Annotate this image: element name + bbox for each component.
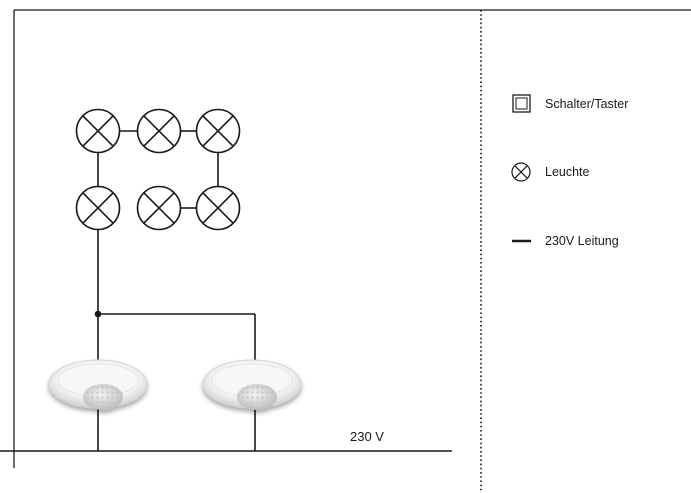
legend-label-line: 230V Leitung	[545, 234, 619, 248]
lamp-symbol-icon	[136, 185, 182, 231]
lamp-symbol-icon	[75, 185, 121, 231]
motion-sensor	[202, 359, 302, 410]
lamp-symbol-icon	[136, 108, 182, 154]
legend-label-switch: Schalter/Taster	[545, 97, 628, 111]
junction-node	[94, 310, 102, 318]
legend-label-lamp: Leuchte	[545, 165, 590, 179]
motion-sensor	[48, 359, 148, 410]
lamp-symbol-icon	[511, 162, 531, 182]
lamp-group	[75, 108, 241, 231]
lamp-symbol-icon	[75, 108, 121, 154]
legend: Schalter/Taster Leuchte 230V Leitung	[511, 94, 628, 248]
lamp-symbol-icon	[195, 185, 241, 231]
supply-voltage-label: 230 V	[350, 429, 384, 444]
switch-symbol-icon	[512, 94, 531, 113]
lamp-symbol-icon	[195, 108, 241, 154]
